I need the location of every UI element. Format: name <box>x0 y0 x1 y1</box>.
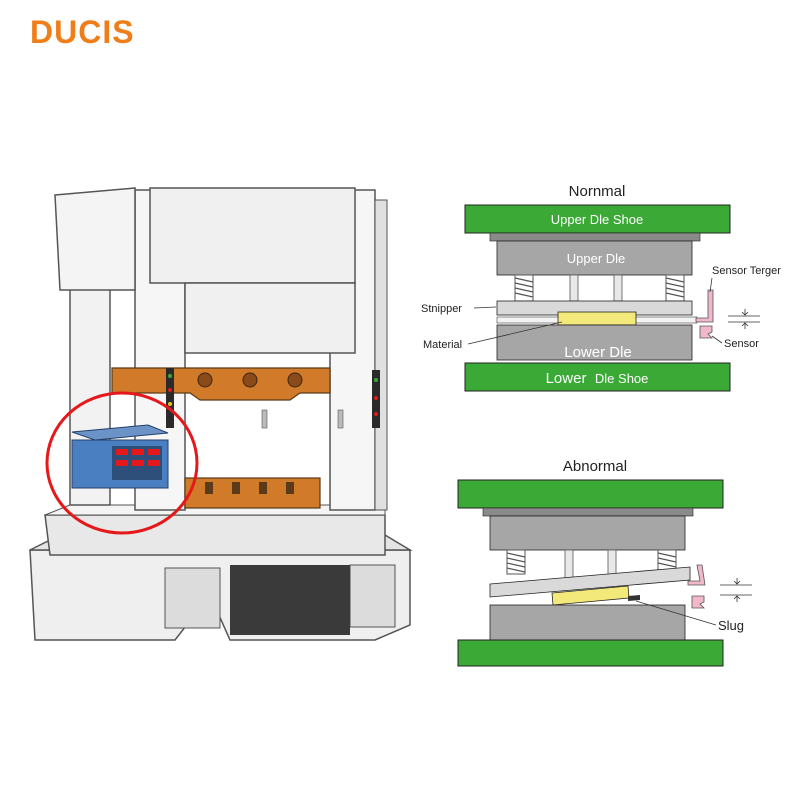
ram-bolt-3 <box>287 372 303 388</box>
press-slide <box>184 282 356 354</box>
controller-display-3 <box>148 449 160 455</box>
ram-bolt-2 <box>242 372 258 388</box>
controller-top <box>71 424 169 441</box>
controller-display-5 <box>132 460 144 466</box>
controller-display-1 <box>116 449 128 455</box>
indicator-light-left-2 <box>168 388 172 392</box>
abnormal-slug <box>628 595 640 601</box>
normal-material-leader <box>467 321 563 345</box>
bolster-slot-4 <box>286 482 294 494</box>
abnormal-die-diagram: Abnormal Slug <box>457 458 752 667</box>
indicator-light-right-2 <box>374 396 378 400</box>
curtain-sensor-1 <box>261 409 268 429</box>
controller-display-2 <box>132 449 144 455</box>
normal-lower-die-shoe <box>464 362 731 392</box>
press-column-right-side <box>374 199 388 511</box>
press-machine <box>29 187 413 641</box>
press-base-pocket-left <box>164 567 221 629</box>
bolster-slot-1 <box>205 482 213 494</box>
normal-sensor-target-label: Sensor Terger <box>712 265 781 277</box>
abnormal-lower-die-shoe <box>457 639 724 667</box>
abnormal-upper-die-shoe <box>457 479 724 509</box>
press-crown-left <box>54 187 136 291</box>
normal-material <box>557 311 637 326</box>
brand-logo: DUCIS <box>30 14 135 50</box>
indicator-light-right-3 <box>374 412 378 416</box>
normal-sensor-target-leader <box>709 277 713 293</box>
abnormal-title: Abnormal <box>563 458 627 475</box>
normal-sensor-label: Sensor <box>724 338 759 350</box>
bolster-slot-3 <box>259 482 267 494</box>
indicator-strip-left <box>166 368 174 428</box>
abnormal-slug-leader <box>635 600 717 626</box>
abnormal-upper-die-shoe-plate <box>482 507 694 517</box>
normal-lower-die-shoe-label-rest: Dle Shoe <box>595 371 648 386</box>
indicator-light-right-1 <box>374 378 378 382</box>
normal-gap-arrow <box>741 309 749 329</box>
normal-upper-die-shoe-label: Upper Dle Shoe <box>551 212 644 227</box>
press-base-pocket-right <box>349 564 396 628</box>
bolster-slot-2 <box>232 482 240 494</box>
normal-upper-die-label: Upper Dle <box>567 251 626 266</box>
abnormal-upper-die <box>489 515 686 551</box>
normal-lower-die-shoe-label-bold: Lower <box>546 370 587 387</box>
abnormal-stripper <box>489 566 691 598</box>
normal-sensor-target <box>695 289 714 323</box>
normal-die-diagram: Nornmal Upper Dle Shoe Upper Dle Lower D… <box>421 183 781 392</box>
normal-lower-die <box>496 324 693 361</box>
normal-material-label: Material <box>423 339 462 351</box>
normal-stripper-label: Stnipper <box>421 303 462 315</box>
abnormal-slug-label: Slug <box>718 618 744 633</box>
controller-display-4 <box>116 460 128 466</box>
die-protection-controller <box>71 424 169 489</box>
abnormal-spring-right-coil <box>657 552 677 568</box>
indicator-light-left-3 <box>168 402 172 406</box>
press-bed <box>44 514 386 556</box>
normal-spring-left-coil <box>514 277 534 298</box>
normal-stripper-leader <box>473 306 497 309</box>
normal-spring-right-coil <box>665 277 685 298</box>
press-base-shadow <box>230 565 350 635</box>
abnormal-lower-die <box>489 604 686 641</box>
normal-title: Nornmal <box>569 183 626 200</box>
normal-upper-die <box>496 240 693 276</box>
normal-guide-post-left <box>569 274 579 302</box>
normal-guide-post-right <box>613 274 623 302</box>
abnormal-sensor-target <box>687 564 706 586</box>
abnormal-sensor <box>691 595 705 609</box>
normal-upper-die-shoe-plate <box>489 232 701 242</box>
normal-lower-die-label: Lower Dle <box>564 344 632 361</box>
ram-bolt-1 <box>197 372 213 388</box>
abnormal-spring-left-coil <box>506 552 526 573</box>
normal-sensor <box>699 325 713 339</box>
press-crown <box>149 187 356 284</box>
curtain-sensor-2 <box>337 409 344 429</box>
normal-upper-die-shoe <box>464 204 731 234</box>
normal-sensor-leader <box>711 335 723 344</box>
normal-lower-die-shoe-label: Lower Dle Shoe <box>546 370 649 387</box>
controller-highlight-circle <box>45 391 199 535</box>
indicator-light-left-1 <box>168 374 172 378</box>
abnormal-gap-arrow <box>733 578 741 602</box>
controller-display-6 <box>148 460 160 466</box>
